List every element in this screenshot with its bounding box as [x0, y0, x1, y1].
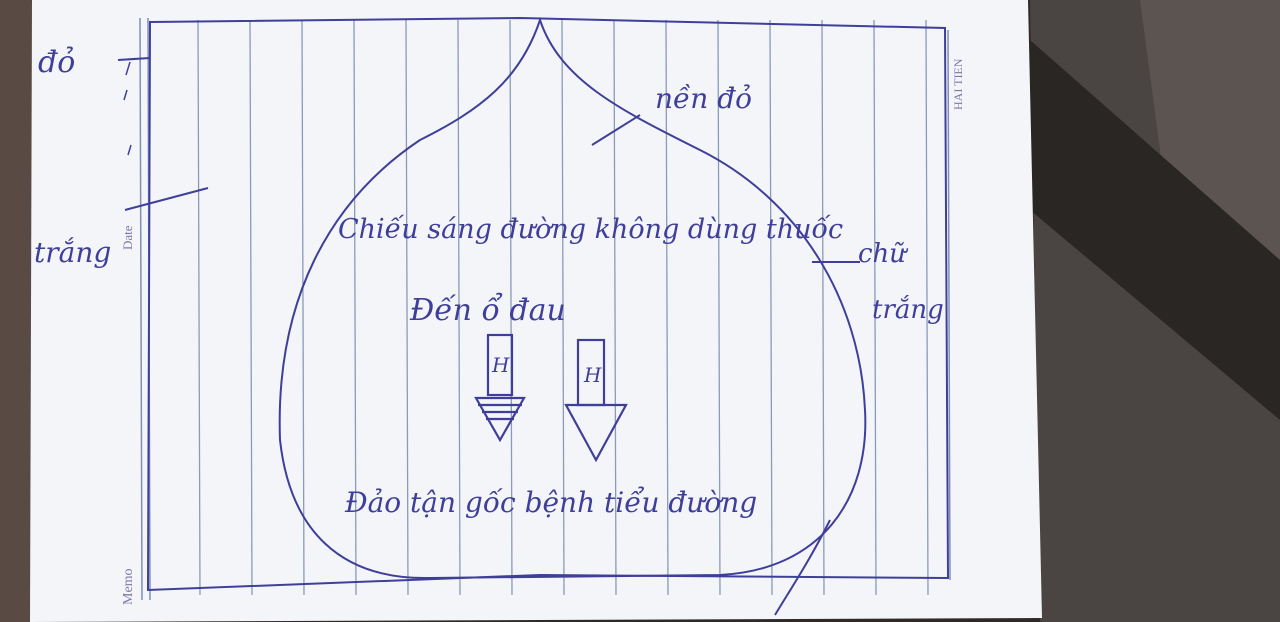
ticks: [123, 61, 132, 156]
down-arrow-right-icon: H: [564, 338, 628, 463]
sign-line-1: Chiếu sáng đường không dùng thuốc: [338, 214, 843, 245]
arrow-left-letter: H: [491, 353, 510, 377]
white-pointer-line: [124, 187, 209, 211]
bg-pointer-line: [591, 114, 641, 146]
annotation-white-text-1: chữ: [858, 239, 908, 269]
sign-line-3: Đảo tận gốc bệnh tiểu đường: [344, 486, 757, 519]
annotation-red: đỏ: [38, 45, 75, 80]
left-edge-background: [0, 0, 40, 622]
down-arrow-left-icon: H: [474, 333, 526, 443]
notebook-paper: [30, 0, 1042, 622]
ruled-lines: [197, 19, 929, 596]
sign-border-sketch: [146, 16, 950, 592]
arrow-right-letter: H: [583, 363, 602, 387]
memo-label: Memo: [121, 568, 136, 605]
date-label: Date: [120, 225, 135, 250]
board-shadow: [1030, 40, 1280, 420]
annotation-white-text-2: trắng: [872, 294, 944, 325]
annotation-red-background: nền đỏ: [655, 82, 752, 115]
left-margin-line: [139, 17, 143, 601]
annotation-white: trắng: [34, 236, 111, 269]
right-margin-line: [947, 29, 951, 581]
stray-stroke: [774, 519, 831, 616]
red-pointer-line: [117, 57, 151, 61]
sign-line-2: Đến ổ đau: [409, 292, 566, 328]
brand-label: HAI TIEN: [951, 58, 965, 110]
onion-shape-outline: [278, 16, 867, 580]
